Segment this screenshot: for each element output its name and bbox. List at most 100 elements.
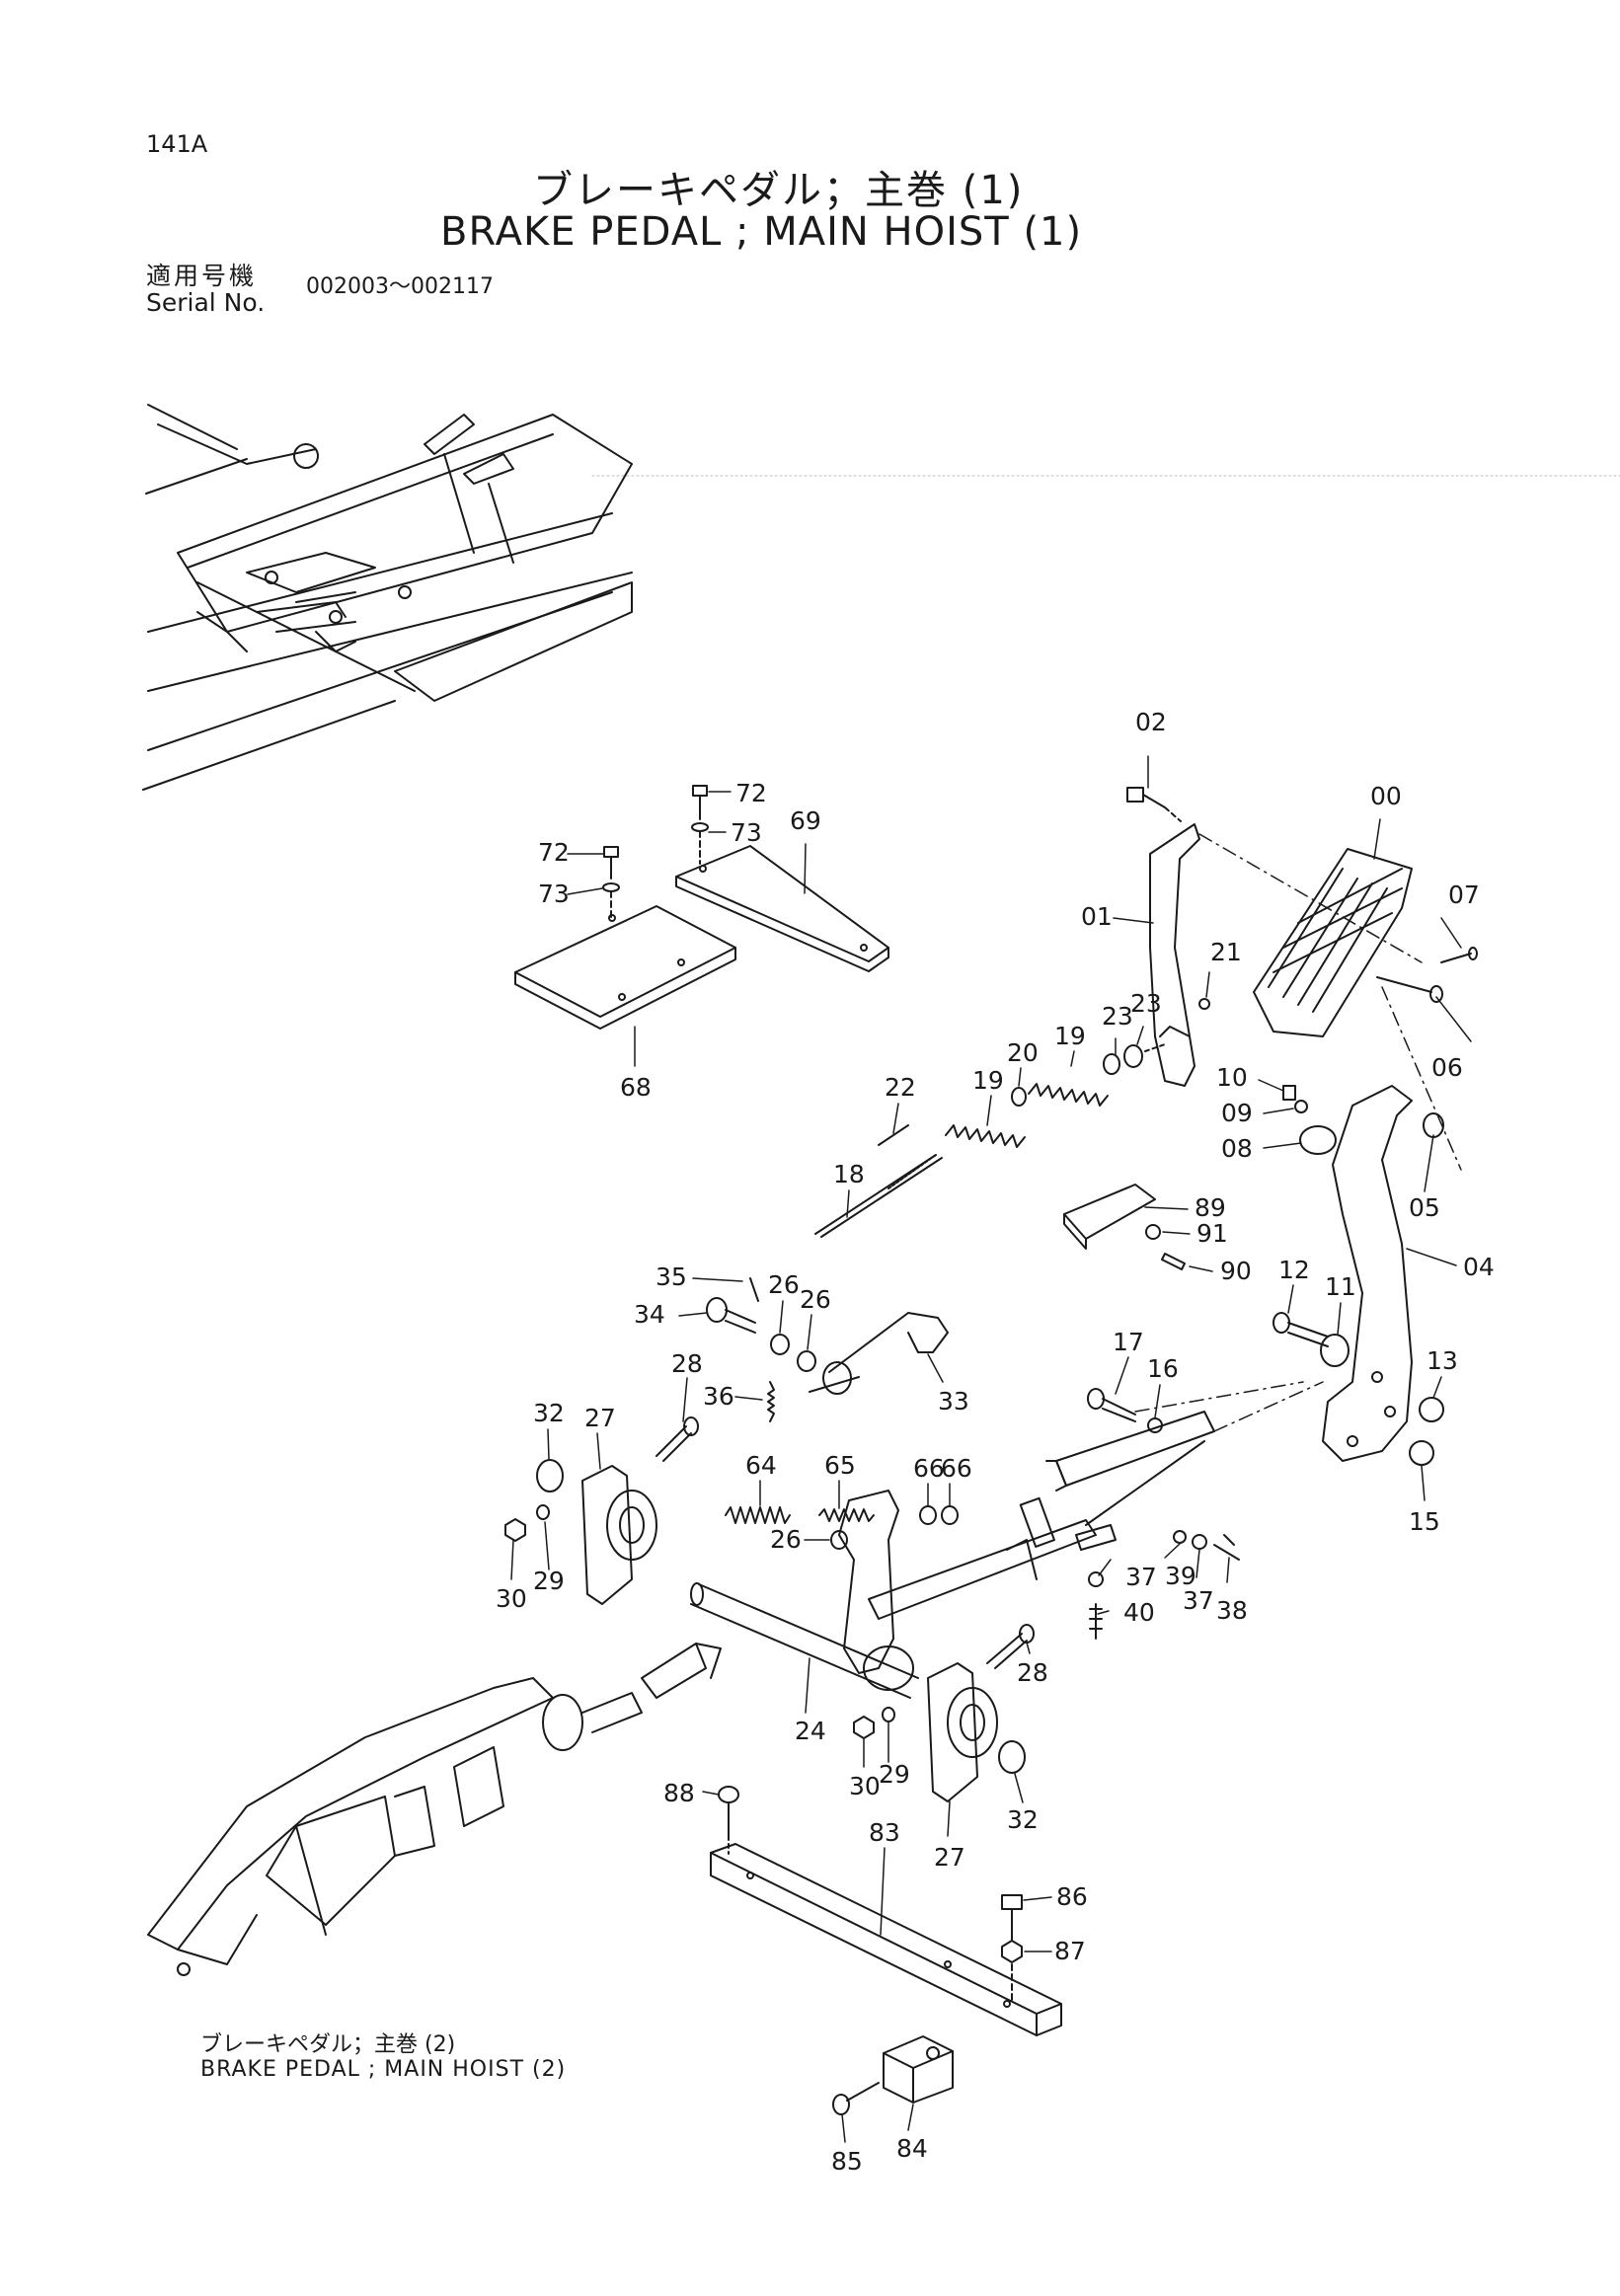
bracket-04 <box>1322 1085 1413 1462</box>
callout-07: 07 <box>1448 880 1480 909</box>
callout-23-a: 23 <box>1102 1002 1133 1031</box>
bushing-26-c <box>830 1530 848 1550</box>
nut-30-upper <box>504 1518 526 1542</box>
callout-29-a: 29 <box>533 1567 565 1595</box>
bolt-10 <box>1282 1085 1296 1101</box>
nut-05 <box>1423 1112 1444 1138</box>
clip-29-upper <box>536 1504 550 1520</box>
callout-04: 04 <box>1463 1253 1495 1281</box>
callout-02: 02 <box>1135 708 1167 736</box>
bearing-27-right <box>927 1662 998 1802</box>
arm-33 <box>809 1312 949 1395</box>
callout-05: 05 <box>1409 1193 1440 1222</box>
callout-85: 85 <box>831 2147 863 2176</box>
spring-19-left <box>945 1124 1026 1148</box>
bolt-17 <box>1087 1388 1136 1422</box>
callout-66-a: 66 <box>913 1454 945 1483</box>
callout-26-a: 26 <box>768 1270 800 1299</box>
callout-84: 84 <box>896 2134 928 2163</box>
callout-28-b: 28 <box>1017 1658 1048 1687</box>
cover-plate-69 <box>675 845 889 972</box>
cover-plate-68 <box>514 905 736 1030</box>
nut-23-a <box>1103 1053 1120 1075</box>
callout-30-b: 30 <box>849 1772 881 1800</box>
spring-65 <box>818 1508 875 1522</box>
washer-32-upper <box>536 1459 564 1492</box>
washer-16 <box>1147 1417 1163 1433</box>
callout-17: 17 <box>1113 1328 1144 1356</box>
callout-10: 10 <box>1216 1063 1248 1092</box>
callout-27-b: 27 <box>934 1843 965 1872</box>
callout-37-a: 37 <box>1125 1563 1157 1591</box>
overview-machine-drawing <box>142 404 633 791</box>
bushing-11 <box>1320 1334 1350 1367</box>
bolt-86 <box>1001 1894 1023 1941</box>
bushing-26-b <box>797 1350 816 1372</box>
callout-32-b: 32 <box>1007 1805 1039 1834</box>
callout-22: 22 <box>885 1073 916 1102</box>
callout-19-a: 19 <box>972 1066 1004 1095</box>
nut-66-a <box>919 1505 937 1525</box>
callout-23-b: 23 <box>1130 989 1162 1018</box>
callout-30-a: 30 <box>496 1584 527 1613</box>
block-84 <box>883 2035 954 2104</box>
washer-32-lower <box>998 1740 1026 1774</box>
callout-72-b: 72 <box>538 838 570 867</box>
leader-lines <box>510 755 1472 2143</box>
pedal-arm-01 <box>1149 823 1200 1087</box>
callout-26-b: 26 <box>800 1285 831 1314</box>
serial-label-en: Serial No. <box>146 288 266 317</box>
bolt-34 <box>706 1297 756 1334</box>
bolt-28-lower <box>986 1624 1035 1669</box>
callout-38: 38 <box>1216 1596 1248 1625</box>
washer-09 <box>1294 1100 1308 1113</box>
pin-22 <box>878 1124 909 1146</box>
pin-07 <box>1440 947 1478 963</box>
callout-66-b: 66 <box>941 1454 972 1483</box>
cross-reference-title-jp: ブレーキペダル；主巻 (2) <box>200 2032 456 2057</box>
callout-64: 64 <box>745 1451 777 1480</box>
frame-assembly <box>868 1381 1324 1620</box>
serial-range: 002003～002117 <box>306 274 494 299</box>
washer-21 <box>1198 998 1210 1010</box>
shaft-24 <box>690 1490 919 1699</box>
callout-37-b: 37 <box>1183 1586 1214 1615</box>
callout-00: 00 <box>1370 782 1402 810</box>
bolt-02 <box>1126 787 1182 822</box>
callout-18: 18 <box>833 1160 865 1188</box>
callout-88: 88 <box>663 1779 695 1807</box>
callout-72-a: 72 <box>735 779 767 807</box>
callout-09: 09 <box>1221 1099 1253 1127</box>
pin-06 <box>1376 976 1443 1003</box>
clip-39 <box>1173 1530 1187 1544</box>
callout-01: 01 <box>1081 902 1113 931</box>
callout-68: 68 <box>620 1073 652 1102</box>
callout-29-b: 29 <box>879 1760 910 1789</box>
callout-19-b: 19 <box>1054 1022 1086 1050</box>
callout-91: 91 <box>1196 1219 1228 1248</box>
bearing-27-left <box>581 1465 657 1605</box>
callout-39: 39 <box>1165 1562 1196 1590</box>
callout-28-a: 28 <box>671 1349 703 1378</box>
callout-06: 06 <box>1431 1053 1463 1082</box>
callout-73-b: 73 <box>538 880 570 908</box>
plate-89 <box>1063 1184 1156 1250</box>
serial-label-jp: 適用号機 <box>146 262 258 290</box>
nut-30-lower <box>853 1716 875 1739</box>
callout-16: 16 <box>1147 1354 1179 1383</box>
callout-33: 33 <box>938 1387 969 1416</box>
spring-36 <box>767 1381 775 1422</box>
nut-37 <box>1088 1571 1104 1587</box>
callout-27-a: 27 <box>584 1404 616 1432</box>
bolt-85 <box>832 2082 880 2115</box>
callout-89: 89 <box>1195 1193 1226 1222</box>
callout-21: 21 <box>1210 938 1242 966</box>
callout-26-c: 26 <box>770 1525 802 1554</box>
page-number: 141A <box>146 130 208 158</box>
nut-66-b <box>941 1505 959 1525</box>
callout-13: 13 <box>1427 1346 1458 1375</box>
callout-83: 83 <box>869 1818 900 1847</box>
callout-12: 12 <box>1278 1256 1310 1284</box>
clip-29-lower <box>882 1707 895 1722</box>
